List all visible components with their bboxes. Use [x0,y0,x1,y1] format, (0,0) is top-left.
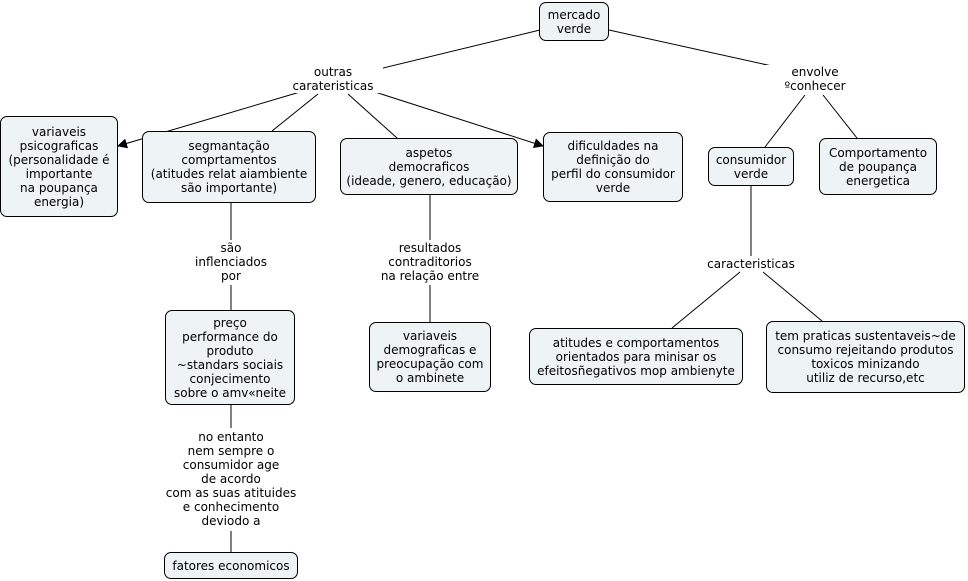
concept-aspetos-democraficos[interactable]: aspetos democraficos (ideade, genero, ed… [340,138,518,195]
concept-praticas-sustentaveis[interactable]: tem praticas sustentaveis~de consumo rej… [766,321,965,393]
concept-mercado-verde[interactable]: mercado verde [539,2,609,41]
concept-atitudes-comportamentos[interactable]: atitudes e comportamentos orientados par… [529,328,743,385]
link-envolve-consumidor [764,94,806,148]
concept-fatores-economicos[interactable]: fatores economicos [164,552,298,579]
linking-phrase-envolve-conhecer: envolve ºconhecer [765,65,865,93]
link-caracteristicas-praticas [762,271,823,322]
concept-consumidor-verde[interactable]: consumidor verde [708,147,794,186]
link-mercado-outras [374,29,541,71]
link-caracteristicas-atitudes [671,271,741,329]
concept-variaveis-psicograficas[interactable]: variaveis psicograficas (personalidade é… [0,116,118,217]
concept-comportamento-poupanca[interactable]: Comportamento de poupança energetica [819,138,937,195]
link-outras-segmentacao [271,93,319,132]
linking-phrase-no-entanto: no entanto nem sempre o consumidor age d… [156,430,306,528]
linking-phrase-resultados-contraditorios: resultados contraditorios na relação ent… [365,241,495,283]
linking-phrase-outras-carateristicas: outras carateristicas [283,65,383,93]
concept-dificuldades-definicao[interactable]: dificuldades na definição do perfil do c… [543,132,683,202]
concept-segmentacao-comportamentos[interactable]: segmantação comprtamentos (atitudes rela… [142,131,316,203]
link-mercado-envolve [608,29,791,71]
link-envolve-comportamento [822,94,858,139]
linking-phrase-sao-influenciados: são inflenciados por [186,241,276,283]
linking-phrase-caracteristicas: caracteristicas [696,257,806,271]
concept-variaveis-demograficas[interactable]: variaveis demograficas e preocupação com… [369,322,491,392]
link-outras-dificuldades [374,91,544,149]
link-outras-aspetos [347,93,398,139]
concept-preco-performance[interactable]: preço performance do produto ~standars s… [165,310,295,405]
